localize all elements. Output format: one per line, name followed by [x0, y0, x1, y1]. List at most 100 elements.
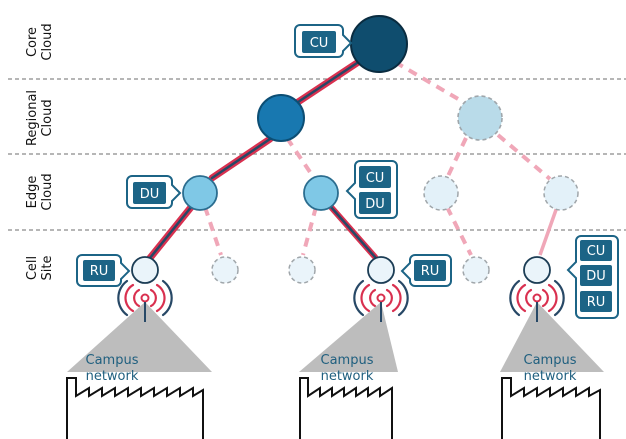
- tier-label-regional-line1: Regional: [25, 90, 40, 146]
- radio-wave-icon: [547, 283, 558, 313]
- ru-label-cell1: RU: [90, 264, 109, 279]
- callout-edge2-cu-du: CU DU: [345, 160, 398, 219]
- cell-site-node-2: [211, 256, 239, 284]
- nodes: [131, 15, 579, 284]
- campus-network-2: Campus network: [299, 302, 398, 439]
- link-regional-edge1-navy: [210, 137, 272, 180]
- cu-label-cell6: CU: [587, 244, 606, 259]
- du-label-cell6: DU: [586, 269, 606, 284]
- antenna-3: [509, 279, 565, 317]
- radio-wave-icon: [155, 283, 166, 313]
- link-regional-right-edge-a: [446, 137, 468, 177]
- link-edge2-cell-inactive: [301, 206, 318, 256]
- radio-wave-icon: [397, 279, 409, 317]
- antenna-dot: [532, 293, 542, 303]
- inactive-links: [203, 60, 552, 256]
- tier-label-edge-line1: Edge: [25, 176, 40, 209]
- regional-cloud-node-inactive: [457, 95, 503, 141]
- callout-cell4-ru: RU: [400, 254, 452, 287]
- edge-cloud-node-4: [543, 175, 579, 211]
- radio-wave-icon: [516, 283, 527, 313]
- cell-site-node-3: [288, 256, 316, 284]
- tier-separators: [8, 78, 626, 231]
- tier-label-edge: Edge Cloud: [25, 173, 55, 210]
- radio-wave-icon: [124, 283, 135, 313]
- cell-site-node-6: [523, 256, 551, 284]
- link-core-regional-navy: [287, 57, 365, 110]
- radio-wave-icon: [149, 288, 157, 308]
- tier-label-cell-line1: Cell: [25, 256, 40, 280]
- ru-box-cell1: [83, 260, 115, 281]
- factory-icon: [66, 377, 204, 439]
- antenna-dot: [376, 293, 386, 303]
- tier-label-edge-line2: Cloud: [40, 173, 55, 210]
- antenna-2: [353, 279, 409, 317]
- ru-label-cell6: RU: [587, 295, 606, 310]
- du-label-edge2: DU: [365, 197, 385, 212]
- link-edge1-cell-inactive: [203, 206, 223, 256]
- tier-label-regional-line2: Cloud: [40, 99, 55, 136]
- callout-cell6-cu-du-ru: CU DU RU: [566, 235, 619, 319]
- link-regional-right-edge-b: [496, 133, 552, 181]
- antenna-1: [117, 279, 173, 317]
- callout-edge1-du: DU: [126, 175, 182, 209]
- link-edge4-cell-light: [538, 206, 559, 256]
- radio-wave-icon: [133, 288, 141, 308]
- campus-label-3-line2: network: [524, 369, 577, 384]
- coverage-cone-1: [67, 302, 212, 372]
- tier-label-cell-line2: Site: [40, 256, 55, 281]
- coverage-cone-3: [500, 302, 604, 372]
- link-edge2-cell2-navy: [329, 205, 377, 259]
- link-edge3-cell-inactive: [445, 206, 473, 256]
- radio-wave-icon: [391, 283, 402, 313]
- campus-label-3-line1: Campus: [524, 353, 577, 368]
- coverage-cone-2: [299, 302, 398, 372]
- cell-site-node-5: [462, 256, 490, 284]
- du-box-edge2: [359, 192, 391, 214]
- campus-label-2-line2: network: [321, 369, 374, 384]
- cu-label-core: CU: [310, 36, 329, 51]
- regional-cloud-node-active: [257, 94, 305, 142]
- cu-box-cell6: [580, 240, 612, 261]
- radio-wave-icon: [161, 279, 173, 317]
- radio-wave-icon: [509, 279, 521, 317]
- radio-wave-icon: [541, 288, 549, 308]
- campus-label-1-line1: Campus: [86, 353, 139, 368]
- link-core-regional-right: [393, 60, 467, 105]
- cell-site-node-4: [367, 256, 395, 284]
- campus-label-2-line1: Campus: [321, 353, 374, 368]
- link-edge1-cell1-navy: [148, 204, 194, 260]
- radio-wave-icon: [353, 279, 365, 317]
- campus-network-1: Campus network: [66, 302, 212, 439]
- campus-network-3: Campus network: [500, 302, 604, 439]
- cu-box-core: [302, 31, 336, 53]
- tier-label-regional: Regional Cloud: [25, 90, 55, 146]
- edge-cloud-node-1: [182, 175, 218, 211]
- tier-label-core-line2: Cloud: [40, 23, 55, 60]
- edge-cloud-node-2: [303, 175, 339, 211]
- callout-core-cu: CU: [294, 24, 353, 58]
- tier-label-core-line1: Core: [25, 27, 40, 57]
- callout-cell1-ru: RU: [76, 254, 131, 287]
- radio-wave-icon: [117, 279, 129, 317]
- ru-box-cell6: [580, 291, 612, 312]
- factory-icon: [501, 377, 601, 439]
- core-cloud-node: [350, 15, 408, 73]
- du-box-cell6: [580, 265, 612, 286]
- campus-label-1-line2: network: [86, 369, 139, 384]
- link-regional-left-edge-mid: [285, 136, 314, 177]
- radio-wave-icon: [360, 283, 371, 313]
- ru-label-cell4: RU: [421, 264, 440, 279]
- cu-box-edge2: [359, 166, 391, 188]
- radio-wave-icon: [385, 288, 393, 308]
- tier-label-cell: Cell Site: [25, 256, 55, 281]
- active-links: [146, 55, 378, 262]
- tier-label-core: Core Cloud: [25, 23, 55, 60]
- radio-wave-icon: [369, 288, 377, 308]
- edge-cloud-node-3: [423, 175, 459, 211]
- factory-icon: [299, 377, 393, 439]
- cu-label-edge2: CU: [366, 171, 385, 186]
- du-box-edge1: [133, 182, 166, 204]
- antenna-dot: [140, 293, 150, 303]
